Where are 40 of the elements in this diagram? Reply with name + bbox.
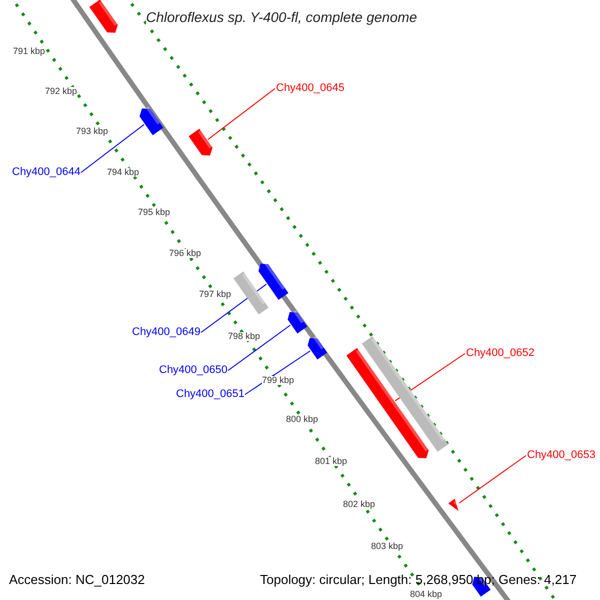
leader-line <box>207 88 276 140</box>
gene-feature <box>233 272 269 314</box>
accession-text: Accession: NC_012032 <box>9 573 145 586</box>
scale-label: 791 kbp <box>13 47 46 56</box>
gene-label: Chy400_0652 <box>466 348 535 359</box>
scale-label: 803 kbp <box>371 542 404 551</box>
leader-line <box>458 455 526 504</box>
leader-line <box>244 350 311 395</box>
leader-line <box>394 353 466 402</box>
gene-marker <box>448 498 458 511</box>
scale-label: 798 kbp <box>228 332 260 341</box>
scale-label: 802 kbp <box>343 500 376 509</box>
gene-feature <box>258 262 288 300</box>
scale-label: 800 kbp <box>286 415 318 424</box>
scale-label: 804 kbp <box>410 590 442 599</box>
scale-label: 792 kbp <box>45 87 78 96</box>
map-title: Chloroflexus sp. Y-400-fl, complete genome <box>146 10 418 24</box>
gene-label: Chy400_0645 <box>276 83 345 94</box>
gene-feature <box>308 336 328 360</box>
gene-label: Chy400_0651 <box>176 389 245 400</box>
scale-label: 796 kbp <box>169 249 202 258</box>
scale-label: 795 kbp <box>138 208 170 217</box>
leader-line <box>80 124 145 173</box>
gene-feature <box>288 310 308 334</box>
gene-feature <box>140 106 164 136</box>
genome-summary: Topology: circular; Length: 5,268,950 bp; Genes: 4,217 <box>260 573 577 586</box>
gene-label: Chy400_0649 <box>132 327 201 338</box>
gene-label: Chy400_0644 <box>12 167 81 178</box>
gene-feature <box>188 128 212 156</box>
gene-feature <box>89 0 118 33</box>
leader-line <box>200 284 267 333</box>
gene-feature <box>346 348 429 458</box>
scale-label: 799 kbp <box>262 376 294 385</box>
scale-label: 801 kbp <box>315 457 348 466</box>
scale-label: 793 kbp <box>76 127 108 136</box>
scale-label: 794 kbp <box>107 168 140 177</box>
gene-label: Chy400_0653 <box>527 450 596 461</box>
gene-label: Chy400_0650 <box>159 365 228 376</box>
leader-line <box>228 324 291 371</box>
gene-feature <box>362 336 448 452</box>
